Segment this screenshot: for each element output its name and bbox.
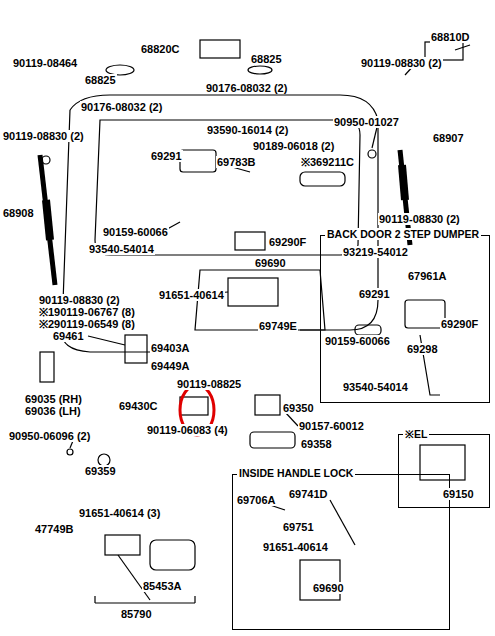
part-number: 90176-08032 (2) bbox=[205, 82, 288, 94]
part-number: 47749B bbox=[34, 523, 75, 535]
part-number: 90950-06096 (2) bbox=[8, 430, 91, 442]
part-number: 69741D bbox=[288, 488, 329, 500]
part-number: 90176-08032 (2) bbox=[80, 101, 163, 113]
part-number: 90157-60012 bbox=[298, 420, 365, 432]
part-number: 90119-08830 (2) bbox=[2, 130, 85, 142]
part-number: 69461 bbox=[52, 330, 85, 342]
part-number: 68907 bbox=[432, 132, 465, 144]
part-number: ※190119-06767 (8) bbox=[38, 306, 136, 318]
leader-line bbox=[88, 336, 125, 345]
bolt bbox=[368, 150, 376, 158]
part-number: 93540-54014 bbox=[88, 243, 155, 255]
part-number: 69359 bbox=[84, 465, 117, 477]
part-number: 91651-40614 bbox=[158, 289, 225, 301]
part-number: 69751 bbox=[282, 521, 315, 533]
part-number: 93590-16014 (2) bbox=[206, 124, 289, 136]
part-number: 91651-40614 bbox=[262, 541, 329, 553]
part-number: 68810D bbox=[430, 31, 471, 43]
part-number: 69036 (LH) bbox=[24, 405, 82, 417]
hinge bbox=[200, 40, 240, 58]
part-number: 69690 bbox=[312, 582, 345, 594]
bracket bbox=[105, 535, 140, 555]
dumper-pad bbox=[405, 300, 445, 328]
part-number: 69290F bbox=[440, 318, 479, 330]
group-bracket bbox=[194, 596, 195, 603]
lock-bracket bbox=[235, 232, 265, 250]
bolt bbox=[67, 449, 73, 455]
part-number: 68825 bbox=[84, 74, 117, 86]
part-number: 69749E bbox=[258, 320, 298, 332]
inside-lock bbox=[300, 560, 340, 600]
part-number: 90119-08830 (2) bbox=[378, 213, 461, 225]
lock-rod bbox=[330, 500, 355, 545]
part-number: 69358 bbox=[300, 438, 333, 450]
inset-heading: BACK DOOR 2 STEP DUMPER bbox=[325, 228, 481, 240]
inset-heading: ※EL bbox=[403, 427, 429, 441]
part-number: 85790 bbox=[120, 608, 153, 620]
part-number: 69430C bbox=[118, 400, 159, 412]
part-number: 69449A bbox=[150, 360, 191, 372]
door-lock bbox=[228, 278, 278, 306]
part-number: 69783B bbox=[216, 156, 257, 168]
part-number: 69291 bbox=[358, 288, 391, 300]
part-number: 90119-08464 bbox=[12, 57, 78, 69]
part-number: 69706A bbox=[236, 494, 277, 506]
part-number: 90189-06018 (2) bbox=[252, 140, 335, 152]
part-number: 93219-54012 bbox=[342, 246, 409, 258]
part-number: 69298 bbox=[406, 343, 439, 355]
stopper bbox=[125, 335, 147, 363]
leader-line bbox=[455, 45, 470, 50]
bolt bbox=[42, 156, 50, 164]
group-bracket bbox=[94, 596, 95, 603]
inset-heading: INSIDE HANDLE LOCK bbox=[237, 467, 355, 479]
part-number: 91651-40614 (3) bbox=[78, 507, 161, 519]
latch bbox=[40, 352, 54, 382]
damper-strut bbox=[402, 165, 405, 200]
part-number: 69690 bbox=[254, 257, 287, 269]
part-number: ※369211C bbox=[300, 156, 355, 168]
part-number: 69403A bbox=[150, 342, 191, 354]
part-number: 90159-60066 bbox=[102, 226, 169, 238]
part-number: 90119-08830 (2) bbox=[38, 294, 121, 306]
part-number: 90119-08830 (2) bbox=[360, 57, 443, 69]
outside-handle bbox=[300, 172, 345, 186]
part-number: 85453A bbox=[142, 580, 183, 592]
leader-line bbox=[285, 412, 298, 426]
handle bbox=[180, 150, 216, 172]
part-number: 69291 bbox=[150, 150, 183, 162]
rod bbox=[118, 555, 150, 600]
damper-strut bbox=[40, 155, 55, 285]
part-number: 93540-54014 bbox=[342, 381, 409, 393]
part-number: 69290F bbox=[268, 236, 307, 248]
part-number: 68820C bbox=[140, 43, 181, 55]
part-number: 90119-06083 (4) bbox=[146, 424, 229, 436]
motor bbox=[150, 540, 195, 570]
part-number: 69150 bbox=[442, 488, 475, 500]
part-number: 68908 bbox=[2, 207, 35, 219]
part-number: 90950-01027 bbox=[333, 116, 400, 128]
clip bbox=[180, 397, 208, 415]
group-bracket bbox=[95, 602, 195, 603]
cover bbox=[250, 432, 295, 448]
damper-strut bbox=[46, 200, 50, 240]
part-number: 69350 bbox=[282, 402, 315, 414]
dumper-pin bbox=[355, 325, 381, 335]
striker bbox=[255, 395, 280, 415]
part-number: 68825 bbox=[250, 53, 283, 65]
part-number: 90159-60066 bbox=[324, 335, 391, 347]
part-number: 90119-08825 bbox=[176, 378, 242, 390]
part-number: 67961A bbox=[407, 270, 448, 282]
part-number: 69035 (RH) bbox=[24, 393, 83, 405]
hinge-gasket bbox=[248, 66, 272, 74]
part-number: ※290119-06549 (8) bbox=[38, 318, 136, 330]
